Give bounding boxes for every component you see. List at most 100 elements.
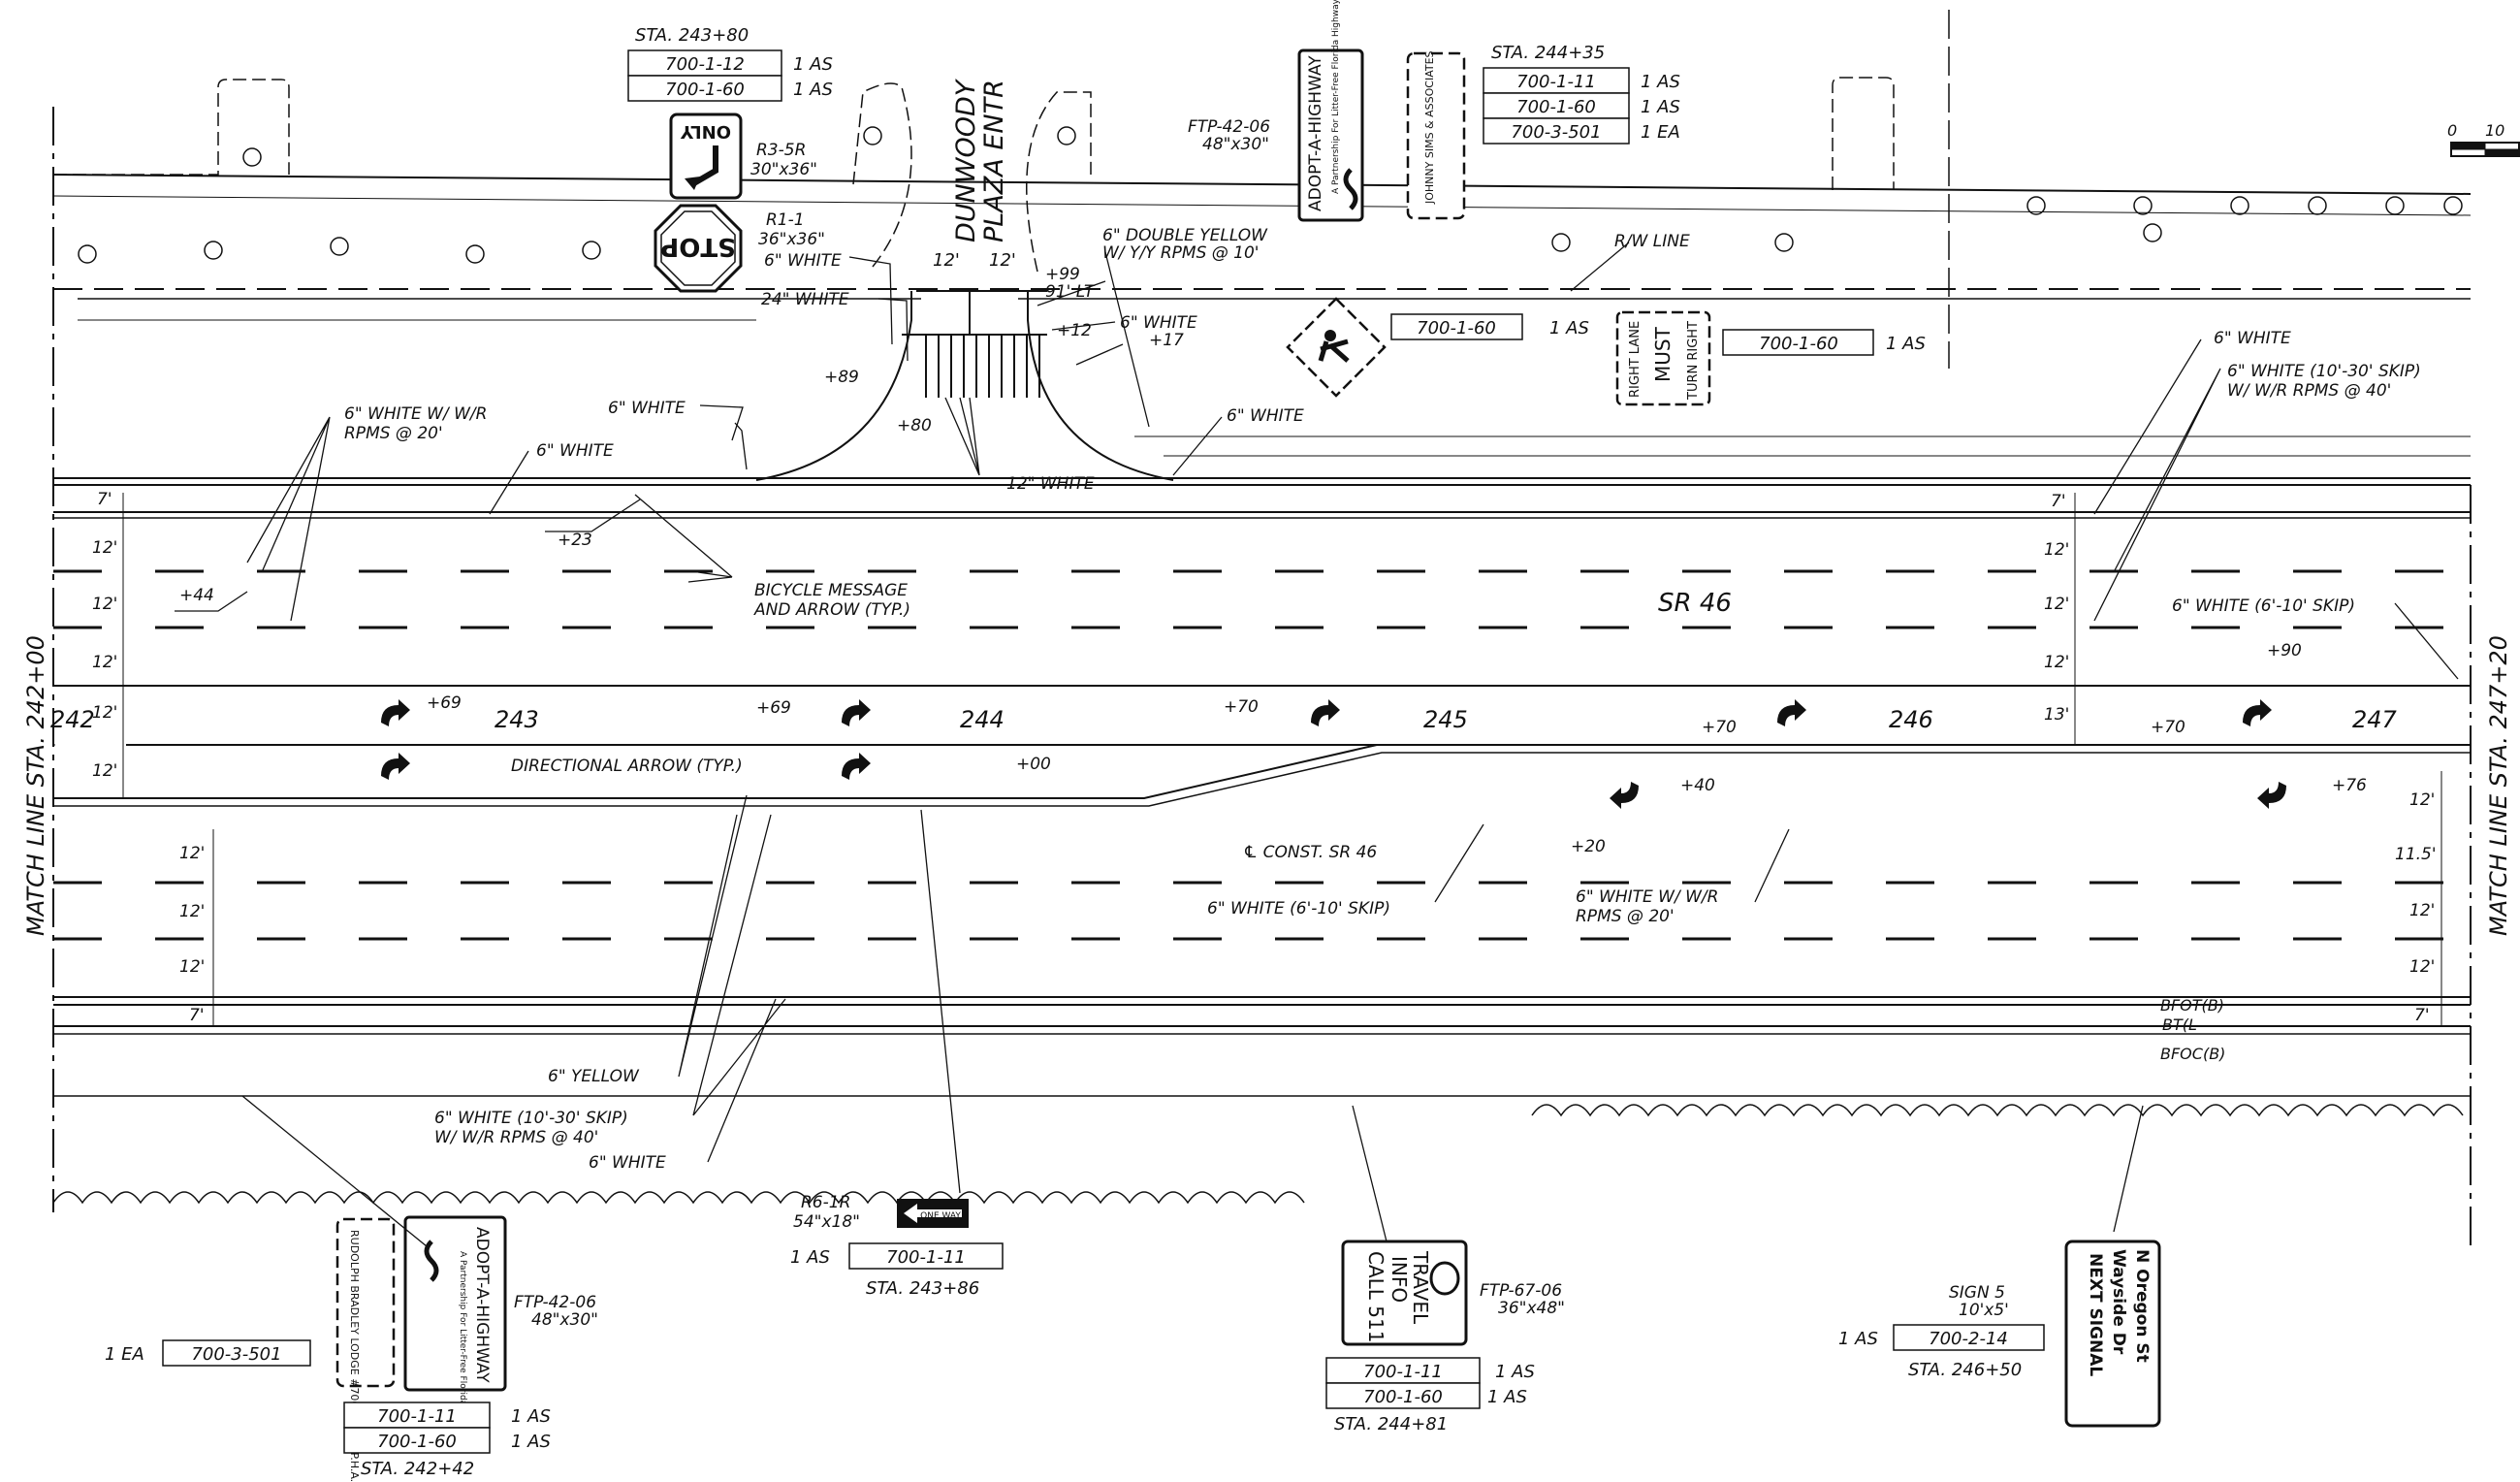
lw-r-9: 7' bbox=[2414, 1006, 2430, 1025]
sta-244: 244 bbox=[960, 706, 1005, 733]
ftp-top-code: FTP-42-06 bbox=[1188, 117, 1270, 137]
six-white-2: 6" WHITE bbox=[1120, 313, 1197, 333]
adopt-sub: A Partnership For Litter-Free Florida Hi… bbox=[1331, 0, 1341, 194]
ftp-top-qty-1: 1 AS bbox=[1641, 72, 1680, 92]
r6-code: R6-1R bbox=[801, 1193, 850, 1212]
must-text: MUST bbox=[1651, 326, 1675, 382]
bicycle-1: BICYCLE MESSAGE bbox=[754, 581, 908, 600]
lw-l-2: 12' bbox=[92, 595, 117, 614]
ftp-bot-item-1: 700-1-11 bbox=[377, 1406, 457, 1427]
bfoc: BFOC(B) bbox=[2160, 1045, 2225, 1063]
bicycle-2: AND ARROW (TYP.) bbox=[753, 600, 910, 620]
off-70-b: +70 bbox=[1702, 718, 1737, 737]
lw-l-8: 12' bbox=[179, 957, 205, 977]
ftp-bot-size: 48"x30" bbox=[531, 1310, 598, 1330]
travel-text: TRAVEL bbox=[1409, 1250, 1432, 1325]
sta-242: 242 bbox=[50, 706, 95, 733]
six-white-1: 6" WHITE bbox=[764, 251, 842, 271]
bt: BT(L bbox=[2162, 1015, 2197, 1034]
directional-label: DIRECTIONAL ARROW (TYP.) bbox=[511, 757, 743, 776]
scale-10: 10 bbox=[2485, 121, 2504, 140]
adopt-text-bottom: ADOPT-A-HIGHWAY bbox=[472, 1227, 492, 1383]
ftp-top-item-2: 700-1-60 bbox=[1516, 97, 1596, 117]
leader-lines bbox=[175, 242, 2459, 1247]
bfot: BFOT(B) bbox=[2160, 996, 2224, 1015]
off-90: +90 bbox=[2267, 641, 2302, 660]
lw-l-6: 12' bbox=[179, 844, 205, 863]
white-6-10-r: 6" WHITE (6'-10' SKIP) bbox=[2172, 596, 2355, 616]
one-way-text: ONE WAY bbox=[920, 1211, 961, 1221]
off-17: +17 bbox=[1149, 331, 1184, 350]
sta-246: 246 bbox=[1889, 706, 1933, 733]
six-white-5: 6" WHITE bbox=[536, 441, 614, 461]
off-12: +12 bbox=[1057, 321, 1092, 340]
ftp67-code: FTP-67-06 bbox=[1480, 1281, 1562, 1301]
ftp-top-qty-2: 1 AS bbox=[1641, 97, 1680, 117]
entrance-name-2: PLAZA ENTR bbox=[979, 80, 1009, 242]
rl-item: 700-1-60 bbox=[1759, 334, 1838, 354]
lw-r-3: 12' bbox=[2044, 653, 2069, 672]
tree-symbols bbox=[78, 126, 2463, 264]
lw-r-8: 12' bbox=[2409, 957, 2435, 977]
white-wr-2: RPMS @ 20' bbox=[344, 424, 443, 443]
r6-qty: 1 AS bbox=[790, 1247, 830, 1268]
ped-qty: 1 AS bbox=[1549, 318, 1589, 338]
white-6-10-l: 6" WHITE (6'-10' SKIP) bbox=[1207, 899, 1390, 918]
off-40: +40 bbox=[1680, 776, 1715, 795]
ftp67-size: 36"x48" bbox=[1498, 1299, 1565, 1318]
info-text: INFO bbox=[1388, 1256, 1411, 1303]
scale-0: 0 bbox=[2447, 121, 2457, 140]
off-70-a: +70 bbox=[1224, 697, 1259, 717]
off-69-b: +69 bbox=[756, 698, 791, 718]
double-yellow-2: W/ Y/Y RPMS @ 10' bbox=[1102, 243, 1259, 263]
stop-text: STOP bbox=[660, 232, 736, 261]
r1-size: 36"x36" bbox=[758, 230, 825, 249]
off-23: +23 bbox=[558, 531, 592, 550]
turn-right-text: TURN RIGHT bbox=[1686, 321, 1701, 401]
sta-247: 247 bbox=[2352, 706, 2398, 733]
ftp67-qty-1: 1 AS bbox=[1495, 1362, 1535, 1382]
sta-242-42: STA. 242+42 bbox=[361, 1459, 474, 1479]
sta-243-86: STA. 243+86 bbox=[866, 1278, 979, 1299]
lw-r-4: 13' bbox=[2044, 705, 2069, 725]
ped-item: 700-1-60 bbox=[1417, 318, 1496, 338]
guide-sign-5: N Oregon St Wayside Dr NEXT SIGNAL bbox=[2064, 1240, 2161, 1428]
lw-r-2: 12' bbox=[2044, 595, 2069, 614]
adopt-highway-sign-top: ADOPT-A-HIGHWAY A Partnership For Litter… bbox=[1297, 0, 1466, 222]
sta-246-50: STA. 246+50 bbox=[1908, 1360, 2022, 1380]
pedestrian-crossing-sign bbox=[1286, 297, 1387, 398]
rl-qty: 1 AS bbox=[1886, 334, 1926, 354]
six-white-4: 6" WHITE bbox=[1227, 406, 1304, 426]
off-89: +89 bbox=[824, 368, 859, 387]
roadway-linework bbox=[52, 10, 2520, 1251]
double-yellow-1: 6" DOUBLE YELLOW bbox=[1102, 226, 1268, 245]
adopt-highway-sign-bottom: ADOPT-A-HIGHWAY A Partnership For Litter… bbox=[335, 1215, 507, 1482]
off-99: +99 bbox=[1045, 265, 1080, 284]
ftp-top-qty-3: 1 EA bbox=[1641, 122, 1680, 143]
sta-245: 245 bbox=[1423, 706, 1468, 733]
white-wr-b1: 6" WHITE W/ W/R bbox=[1576, 887, 1718, 907]
lw-r-0: 7' bbox=[2051, 492, 2066, 511]
match-line-right: MATCH LINE STA. 247+20 bbox=[2485, 635, 2512, 936]
twentyfour-white: 24" WHITE bbox=[761, 290, 849, 309]
right-lane-must-turn-right-sign: RIGHT LANE MUST TURN RIGHT bbox=[1615, 310, 1711, 406]
ftp-top-item-1: 700-1-11 bbox=[1516, 72, 1596, 92]
ftp-bot-code: FTP-42-06 bbox=[514, 1293, 596, 1312]
off-00: +00 bbox=[1016, 755, 1051, 774]
ftp-bot-qty-1: 1 AS bbox=[511, 1406, 551, 1427]
six-white-3: 6" WHITE bbox=[608, 399, 686, 418]
lw-l-5: 12' bbox=[92, 761, 117, 781]
ftp-bot-item-2: 700-1-60 bbox=[377, 1432, 457, 1452]
r3-code: R3-5R bbox=[756, 141, 806, 160]
lw-l-3: 12' bbox=[92, 653, 117, 672]
ftp67-item-1: 700-1-11 bbox=[1363, 1362, 1443, 1382]
lw-l-7: 12' bbox=[179, 902, 205, 921]
dim-12-b: 12' bbox=[989, 250, 1016, 271]
lw-l-9: 7' bbox=[189, 1006, 205, 1025]
ftp-top-item-3: 700-3-501 bbox=[1511, 122, 1601, 143]
ftp-bot-extra-qty: 1 EA bbox=[105, 1344, 144, 1365]
ftp-bot-qty-2: 1 AS bbox=[511, 1432, 551, 1452]
r3-qty-1: 1 AS bbox=[793, 54, 833, 75]
sponsor-text: JOHNNY SIMS & ASSOCIATES bbox=[1423, 50, 1436, 205]
